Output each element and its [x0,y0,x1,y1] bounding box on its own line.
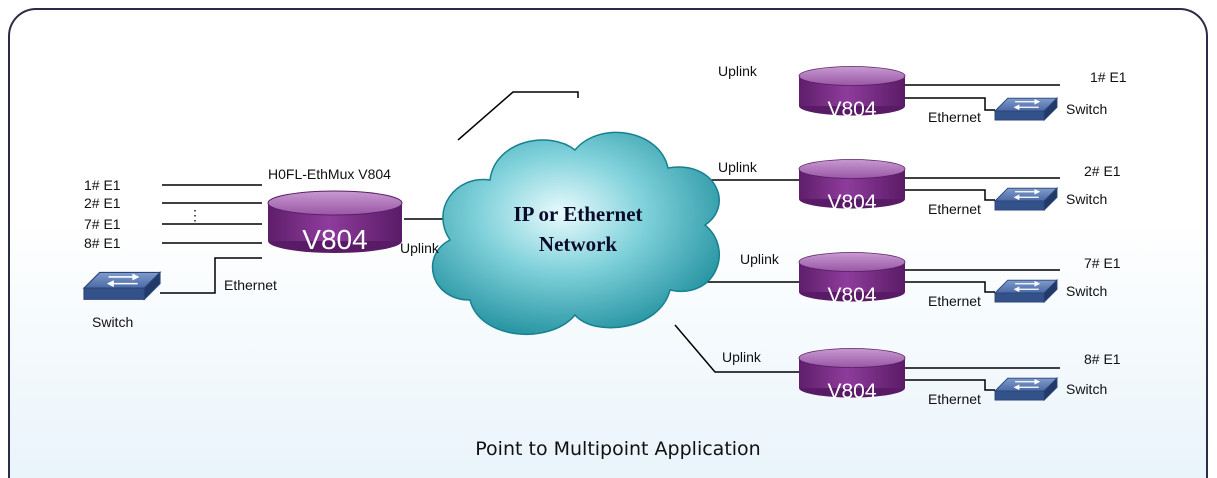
cloud-label-line1: IP or Ethernet [513,202,642,226]
central-switch-icon [83,271,161,301]
remote-switch-label: Switch [1066,191,1107,207]
remote-uplink-label: Uplink [718,63,758,79]
central-site: 1# E1 2# E1 7# E1 8# E1 ⋮ H0FL-EthMux V8… [83,166,440,330]
remote-ethernet-label: Ethernet [928,391,981,407]
remote-switch-label: Switch [1066,101,1107,117]
remote-site-3: Uplink V804 7# E1 Ethernet Switch [740,251,1121,309]
remote-e1-label: 7# E1 [1084,255,1121,271]
switch-icon [994,187,1058,211]
remote-e1-label: 8# E1 [1084,351,1121,367]
central-e1-port-label: 1# E1 [84,177,121,193]
central-e1-port-label: 7# E1 [84,216,121,232]
e1-ellipsis: ⋮ [188,207,202,223]
remote-ethernet-label: Ethernet [928,109,981,125]
switch-icon [994,97,1058,121]
remote-device-label: V804 [827,191,876,214]
remote-uplink-label: Uplink [740,251,780,267]
network-cloud: IP or Ethernet Network [431,131,721,335]
switch-icon [994,279,1058,303]
remote-switch-label: Switch [1066,283,1107,299]
cloud-label-line2: Network [539,232,617,256]
remote-switch-label: Switch [1066,381,1107,397]
remote-e1-label: 2# E1 [1084,163,1121,179]
switch-icon [994,377,1058,401]
remote-e1-label: 1# E1 [1090,69,1127,85]
central-e1-port-label: 8# E1 [84,235,121,251]
central-e1-port-label: 2# E1 [84,195,121,211]
central-device-title: H0FL-EthMux V804 [268,166,391,182]
central-device-label: V804 [302,224,367,255]
diagram-caption: Point to Multipoint Application [475,438,760,460]
remote-ethernet-label: Ethernet [928,201,981,217]
remote-site-2: Uplink V804 2# E1 Ethernet Switch [718,159,1121,217]
remote-device-label: V804 [827,380,876,403]
central-v804-device: V804 [267,190,403,255]
remote-device-label: V804 [827,98,876,121]
central-switch-label: Switch [92,314,133,330]
remote-uplink-label: Uplink [722,349,762,365]
remote-site-1: Uplink V804 1# E1 Ethernet Switch [718,63,1127,125]
remote-uplink-label: Uplink [718,159,758,175]
central-uplink-label: Uplink [400,240,440,256]
remote-ethernet-label: Ethernet [928,293,981,309]
remote-site-4: Uplink V804 8# E1 Ethernet Switch [722,348,1121,407]
remote-device-label: V804 [827,284,876,307]
central-ethernet-label: Ethernet [224,277,277,293]
